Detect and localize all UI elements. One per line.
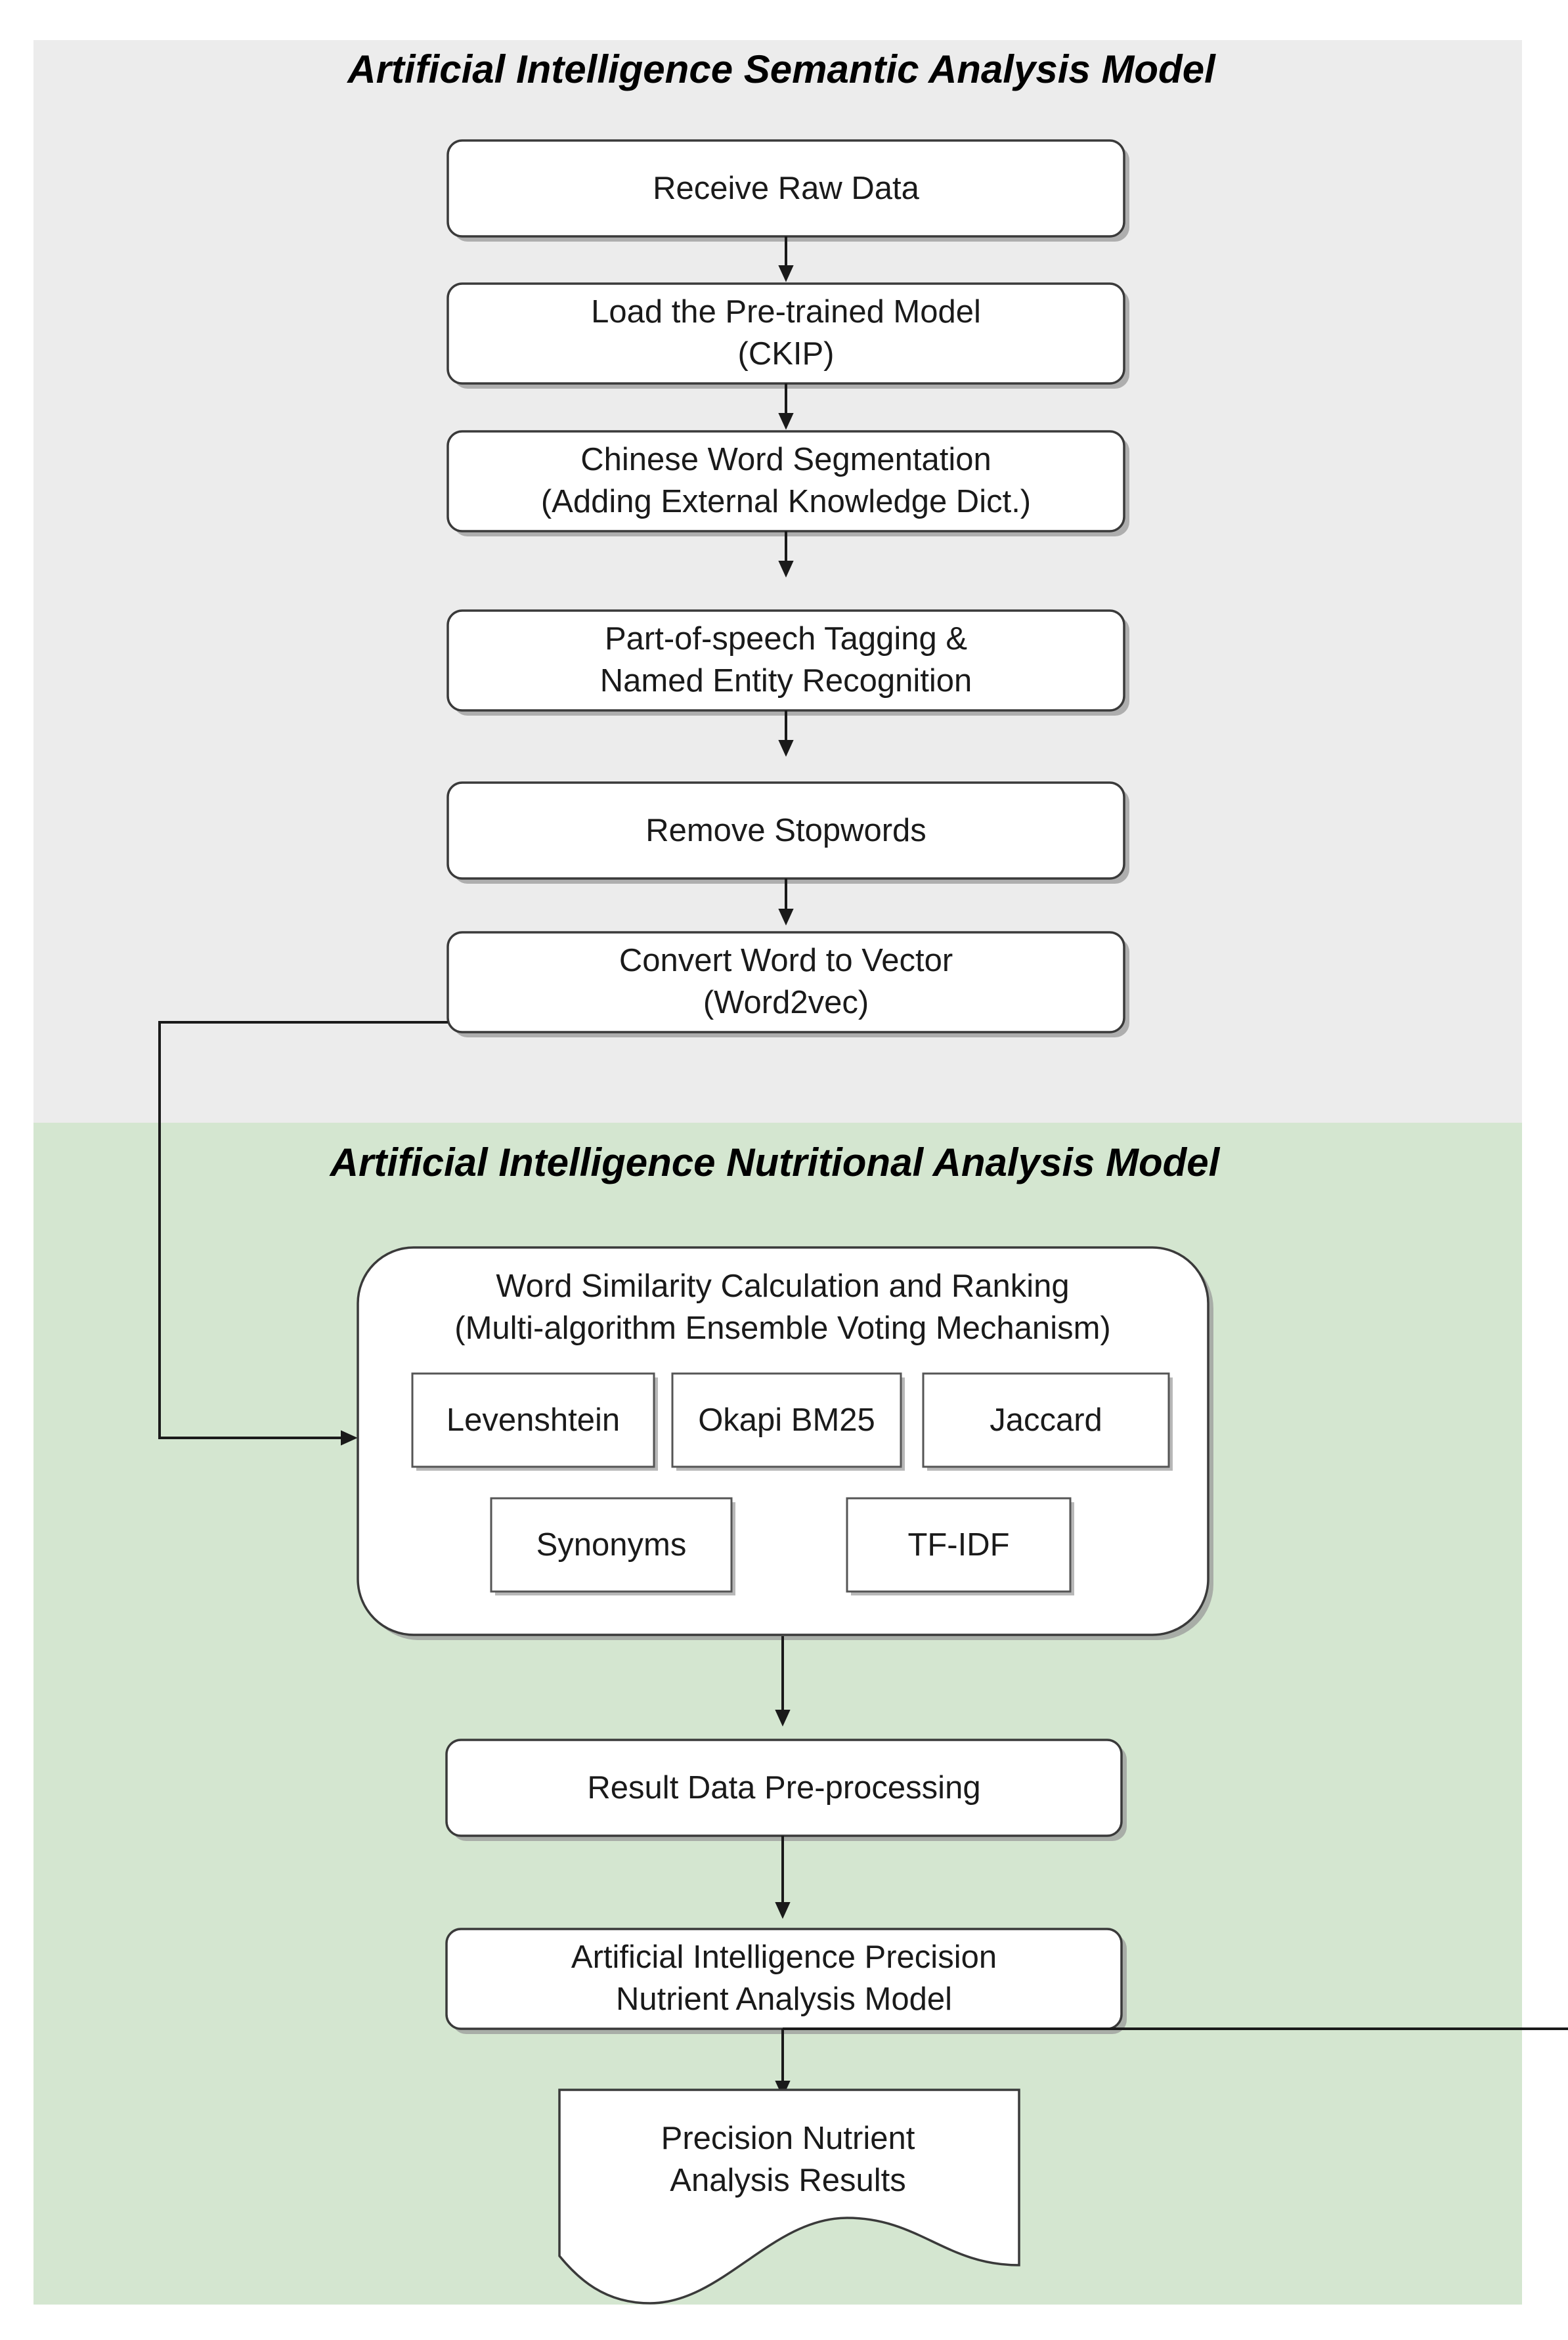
- node-label-result-data-preprocessing: Result Data Pre-processing: [587, 1770, 980, 1806]
- algo-label-okapi-bm25: Okapi BM25: [698, 1402, 875, 1438]
- node-label-ai-precision-nutrient-model-line1: Artificial Intelligence Precision: [571, 1939, 997, 1975]
- group-word-similarity[interactable]: Word Similarity Calculation and Ranking …: [357, 1246, 1213, 1640]
- node-load-pretrained-model[interactable]: Load the Pre-trained Model (CKIP): [446, 282, 1129, 389]
- node-pos-tagging-ner[interactable]: Part-of-speech Tagging & Named Entity Re…: [446, 609, 1129, 716]
- algo-box-levenshtein[interactable]: Levenshtein: [411, 1372, 658, 1471]
- node-label-load-pretrained-model-line2: (CKIP): [738, 336, 835, 372]
- node-label-convert-word-to-vector-line1: Convert Word to Vector: [619, 943, 953, 978]
- node-receive-raw-data[interactable]: Receive Raw Data: [446, 139, 1129, 242]
- node-precision-nutrient-results[interactable]: Precision Nutrient Analysis Results: [558, 2089, 1020, 2305]
- semantic-section-title: Artificial Intelligence Semantic Analysi…: [346, 47, 1216, 91]
- algo-label-jaccard: Jaccard: [990, 1402, 1102, 1438]
- algo-box-jaccard[interactable]: Jaccard: [922, 1372, 1173, 1471]
- algo-label-levenshtein: Levenshtein: [446, 1402, 620, 1438]
- algo-label-synonyms: Synonyms: [536, 1527, 687, 1563]
- node-label-pos-tagging-ner-line1: Part-of-speech Tagging &: [605, 621, 967, 657]
- node-convert-word-to-vector[interactable]: Convert Word to Vector (Word2vec): [446, 931, 1129, 1037]
- document-shape-outline: [558, 2089, 1020, 2305]
- connector-elbow-to-similarity-group: [158, 1021, 448, 1446]
- node-label-receive-raw-data: Receive Raw Data: [653, 171, 920, 206]
- nutritional-section-title: Artificial Intelligence Nutritional Anal…: [329, 1140, 1221, 1184]
- node-remove-stopwords[interactable]: Remove Stopwords: [446, 781, 1129, 884]
- group-label-word-similarity-line2: (Multi-algorithm Ensemble Voting Mechani…: [454, 1311, 1110, 1346]
- node-label-precision-nutrient-results-line1: Precision Nutrient: [661, 2121, 915, 2156]
- node-label-load-pretrained-model-line1: Load the Pre-trained Model: [591, 294, 981, 330]
- node-label-chinese-word-segmentation-line1: Chinese Word Segmentation: [580, 442, 991, 477]
- node-chinese-word-segmentation[interactable]: Chinese Word Segmentation (Adding Extern…: [446, 430, 1129, 536]
- node-label-pos-tagging-ner-line2: Named Entity Recognition: [600, 663, 972, 699]
- node-label-convert-word-to-vector-line2: (Word2vec): [703, 985, 869, 1020]
- algo-box-tf-idf[interactable]: TF-IDF: [846, 1497, 1074, 1595]
- node-label-ai-precision-nutrient-model-line2: Nutrient Analysis Model: [616, 1982, 952, 2017]
- node-result-data-preprocessing[interactable]: Result Data Pre-processing: [445, 1739, 1127, 1841]
- algo-label-tf-idf: TF-IDF: [907, 1527, 1009, 1563]
- group-label-word-similarity-line1: Word Similarity Calculation and Ranking: [496, 1268, 1069, 1304]
- algo-box-synonyms[interactable]: Synonyms: [490, 1497, 735, 1595]
- node-label-chinese-word-segmentation-line2: (Adding External Knowledge Dict.): [541, 484, 1031, 519]
- node-ai-precision-nutrient-model[interactable]: Artificial Intelligence Precision Nutrie…: [445, 1928, 1127, 2034]
- node-label-precision-nutrient-results-line2: Analysis Results: [670, 2163, 905, 2198]
- node-label-remove-stopwords: Remove Stopwords: [645, 813, 926, 848]
- connector-8: [783, 2027, 1568, 2094]
- algo-box-okapi-bm25[interactable]: Okapi BM25: [671, 1372, 905, 1471]
